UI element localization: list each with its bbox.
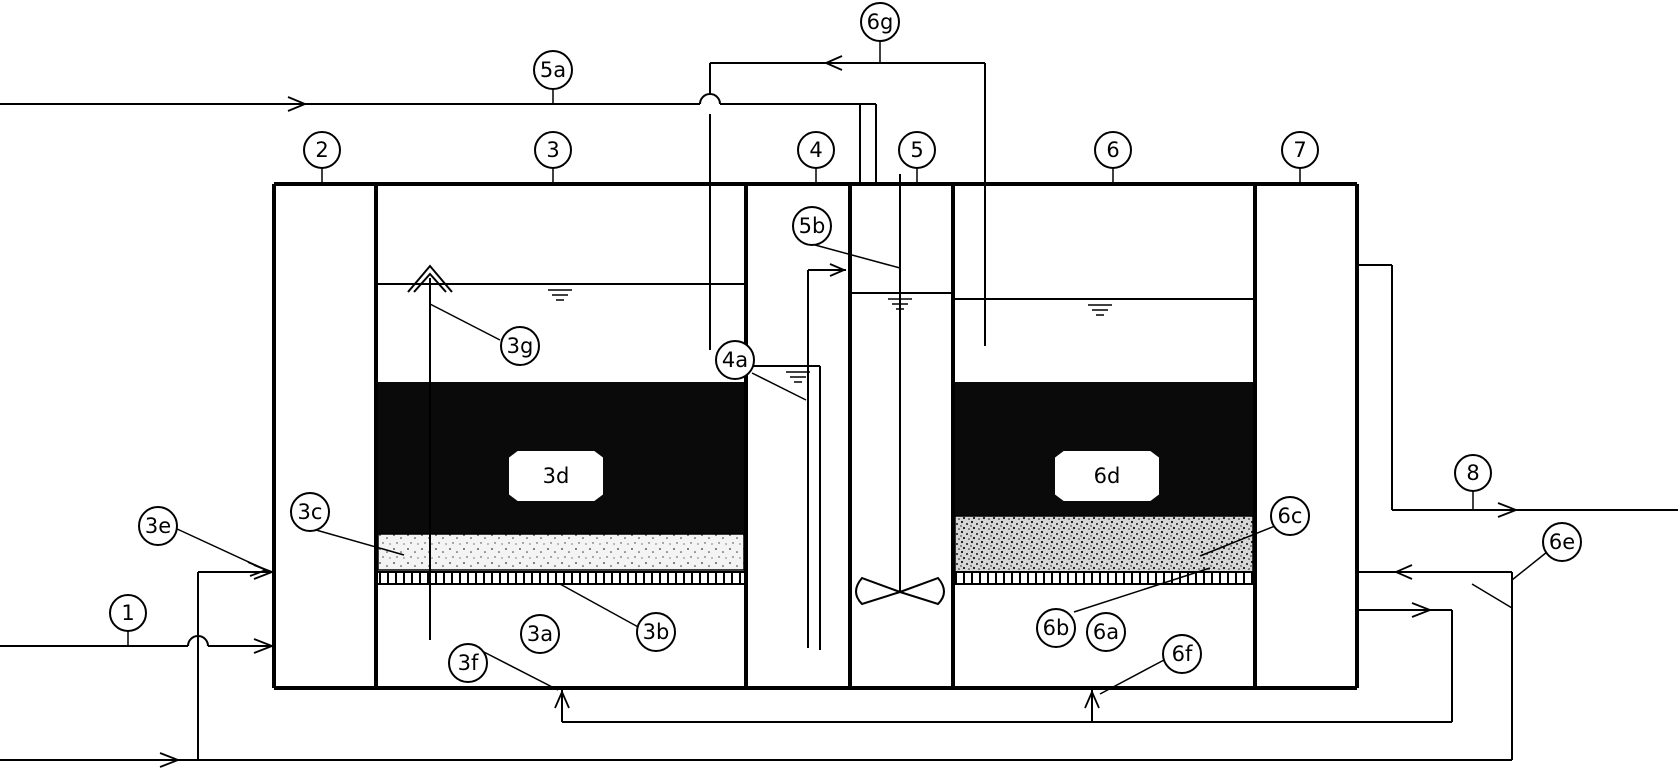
- label-8: 8: [1454, 454, 1492, 492]
- label-7: 7: [1281, 131, 1319, 169]
- label-2: 2: [303, 131, 341, 169]
- svg-text:2: 2: [315, 138, 328, 162]
- water-level-icon: [548, 289, 572, 301]
- label-3g: 3g: [500, 326, 540, 366]
- pipe-3e: [0, 564, 1513, 768]
- label-6: 6: [1094, 131, 1132, 169]
- label-4: 4: [797, 131, 835, 169]
- stirrer-icon: [855, 174, 945, 606]
- svg-text:8: 8: [1466, 461, 1479, 485]
- svg-text:6c: 6c: [1278, 504, 1303, 528]
- support-plate-6b: [955, 572, 1253, 584]
- flow-arrow-icon: [1411, 602, 1433, 618]
- svg-text:5: 5: [910, 138, 923, 162]
- svg-text:7: 7: [1293, 138, 1306, 162]
- svg-text:6b: 6b: [1043, 616, 1070, 640]
- label-5a: 5a: [533, 50, 573, 90]
- flow-arrow-icon: [554, 689, 570, 709]
- support-plate-3b: [378, 572, 744, 584]
- label-6e: 6e: [1542, 522, 1582, 562]
- label-6c: 6c: [1270, 496, 1310, 536]
- flow-arrow-icon: [1084, 689, 1100, 709]
- label-4a: 4a: [715, 340, 755, 380]
- svg-text:3a: 3a: [527, 622, 553, 646]
- svg-text:3b: 3b: [643, 620, 670, 644]
- label-3f: 3f: [448, 643, 488, 683]
- label-3b: 3b: [636, 612, 676, 652]
- sand-layer-3c: [377, 533, 745, 571]
- reactor-3-media: [377, 382, 746, 585]
- vent-pipe-3g: [407, 264, 453, 640]
- svg-text:6f: 6f: [1172, 642, 1193, 666]
- water-level-icon: [786, 371, 810, 383]
- flow-arrow-icon: [287, 96, 308, 112]
- label-3: 3: [534, 131, 572, 169]
- svg-text:6d: 6d: [1094, 464, 1121, 488]
- pipe-1: [0, 635, 275, 654]
- svg-text:6a: 6a: [1093, 620, 1119, 644]
- label-3d: 3d: [543, 464, 570, 488]
- flow-arrow-icon: [1393, 564, 1413, 580]
- flow-arrow-icon: [253, 638, 275, 654]
- svg-text:3d: 3d: [543, 464, 570, 488]
- label-3a: 3a: [520, 614, 560, 654]
- label-5b: 5b: [792, 206, 832, 246]
- svg-text:3c: 3c: [298, 500, 323, 524]
- label-3e: 3e: [138, 506, 178, 546]
- svg-text:1: 1: [121, 601, 134, 625]
- sand-layer-6c: [954, 515, 1254, 573]
- label-6d: 6d: [1094, 464, 1121, 488]
- pipe-4a: [746, 365, 821, 650]
- svg-text:3e: 3e: [145, 514, 171, 538]
- svg-text:5b: 5b: [799, 214, 826, 238]
- tank-body: [272, 182, 1359, 690]
- svg-text:3g: 3g: [507, 334, 534, 358]
- pipe-3f-6f: [554, 602, 1453, 723]
- pipe-8: [1357, 264, 1678, 518]
- label-3c: 3c: [290, 492, 330, 532]
- svg-text:6: 6: [1106, 138, 1119, 162]
- label-6b: 6b: [1036, 608, 1076, 648]
- vent-arrow-icon: [407, 264, 453, 293]
- svg-text:3f: 3f: [458, 651, 479, 675]
- pipe-6g: [709, 55, 986, 350]
- svg-text:6e: 6e: [1549, 530, 1575, 554]
- svg-text:4: 4: [809, 138, 822, 162]
- label-bubbles: 1 2 3 4 5 6 7 8 5a 6g 5b 3g 4a 3d 6d 3c …: [109, 2, 1582, 683]
- svg-text:5a: 5a: [540, 58, 566, 82]
- water-level-icon: [1088, 304, 1112, 316]
- pipe-5a: [0, 93, 877, 184]
- label-6g: 6g: [860, 2, 900, 42]
- svg-text:6g: 6g: [867, 10, 894, 34]
- label-1: 1: [109, 594, 147, 632]
- label-6f: 6f: [1162, 634, 1202, 674]
- chamber-4-pipe: [807, 263, 847, 648]
- svg-text:4a: 4a: [722, 348, 748, 372]
- flow-arrow-icon: [159, 752, 181, 768]
- label-5: 5: [898, 131, 936, 169]
- reactor-6-media: [954, 382, 1255, 585]
- flow-arrow-icon: [1497, 502, 1519, 518]
- svg-text:3: 3: [546, 138, 559, 162]
- leader-lines: [127, 38, 1513, 695]
- flow-arrow-icon: [823, 55, 843, 71]
- label-6a: 6a: [1086, 612, 1126, 652]
